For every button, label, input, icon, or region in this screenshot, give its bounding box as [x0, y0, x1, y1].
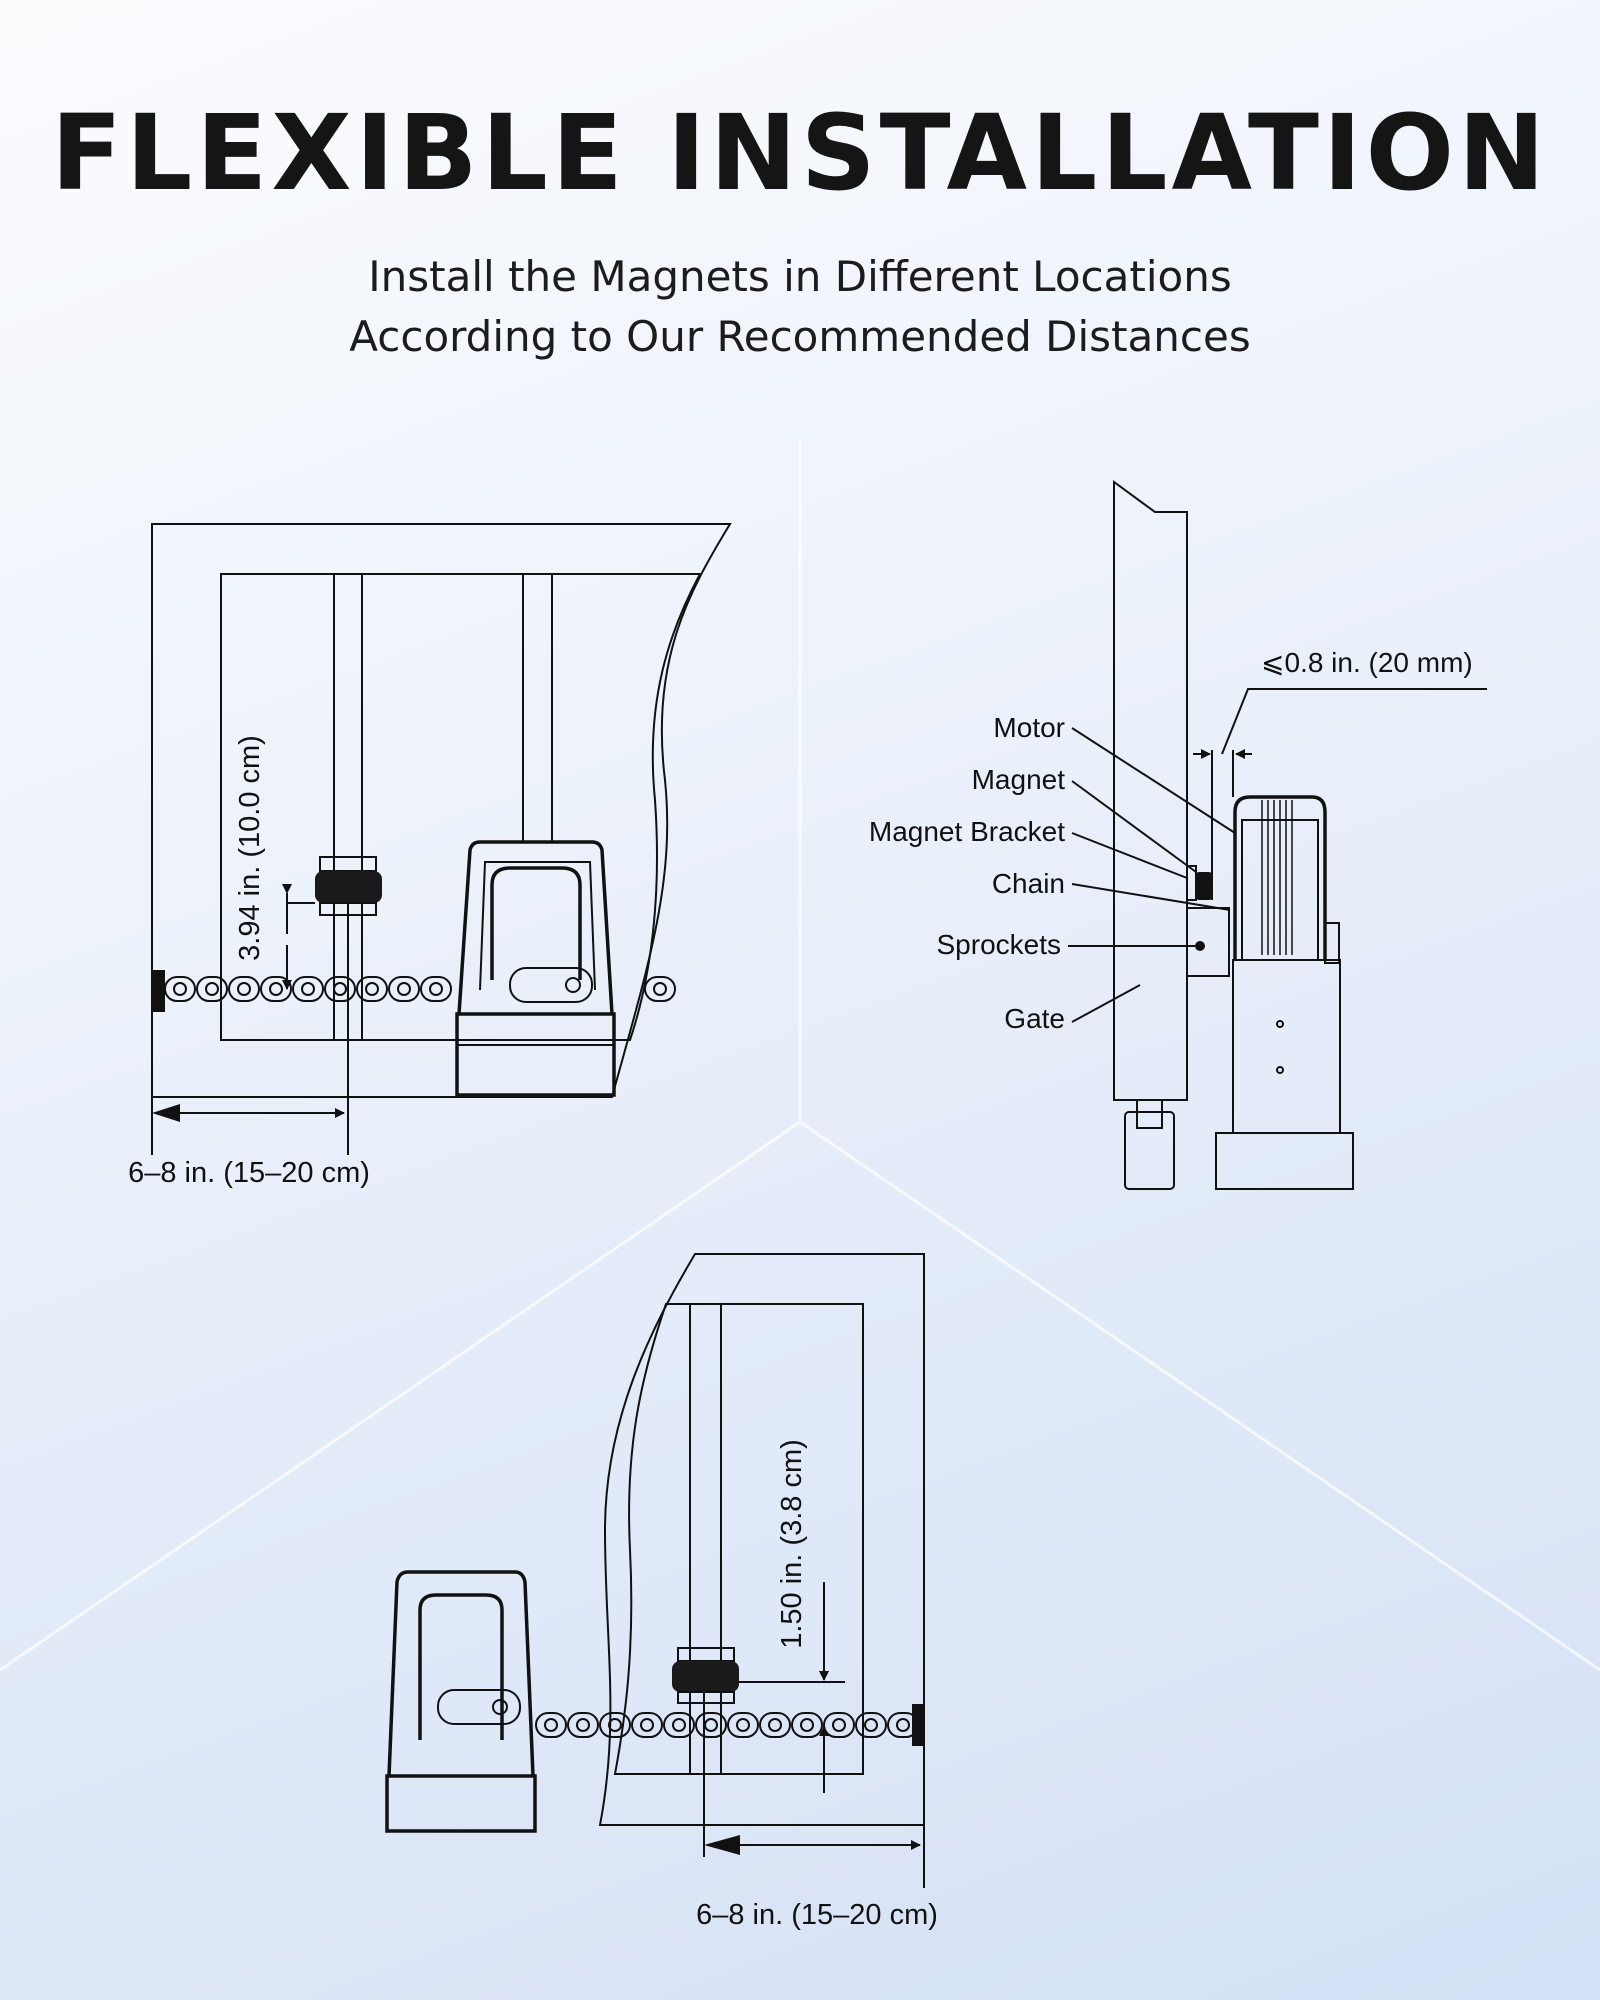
chain-pin: [800, 1718, 814, 1732]
motor: [1215, 795, 1354, 1190]
chain-pin: [640, 1718, 654, 1732]
chain-link: [695, 1712, 727, 1738]
magnet-bracket: [677, 1691, 735, 1704]
chain-pin: [653, 982, 667, 996]
horizontal-dimension-label: 6–8 in. (15–20 cm): [128, 1157, 370, 1189]
chain-pin: [544, 1718, 558, 1732]
label-sprockets: Sprockets: [937, 929, 1062, 960]
chain-pin: [608, 1718, 622, 1732]
magnet: [315, 871, 382, 903]
label-gate: Gate: [1004, 1003, 1065, 1034]
chain-pin: [237, 982, 251, 996]
chain-link: [324, 976, 356, 1002]
label-chain: Chain: [992, 868, 1065, 899]
chain-pin: [576, 1718, 590, 1732]
motor: [385, 1570, 537, 1833]
magnet: [1196, 872, 1212, 900]
front-view-diagram: 3.94 in. (10.0 cm) 6–8 in. (15–20 cm): [128, 523, 732, 1189]
gate-outline: [598, 1253, 925, 1826]
chain-pin: [896, 1718, 910, 1732]
chain-link: [228, 976, 260, 1002]
chain-link: [420, 976, 452, 1002]
chain: [535, 1712, 919, 1738]
gate: [1113, 480, 1188, 1101]
chain-pin: [832, 1718, 846, 1732]
chain-link: [663, 1712, 695, 1738]
chain-pin: [173, 982, 187, 996]
chain-end-stop: [912, 1704, 924, 1746]
chain-pin: [736, 1718, 750, 1732]
side-view-diagram: ⩽0.8 in. (20 mm) Motor Magnet Magnet Bra…: [869, 480, 1487, 1190]
magnet-bracket: [677, 1647, 735, 1662]
chain-link: [599, 1712, 631, 1738]
chain-link: [727, 1712, 759, 1738]
chain-pin: [672, 1718, 686, 1732]
chain-pin: [397, 982, 411, 996]
chain-link: [644, 976, 676, 1002]
horizontal-dimension-label: 6–8 in. (15–20 cm): [696, 1899, 938, 1931]
sprocket-housing: [1186, 907, 1230, 977]
gap-dimension-label: ⩽0.8 in. (20 mm): [1261, 647, 1473, 678]
chain-link: [791, 1712, 823, 1738]
gate-post: [522, 573, 553, 843]
chain-pin: [365, 982, 379, 996]
leader-lines: [1068, 727, 1236, 1023]
chain-link: [759, 1712, 791, 1738]
label-magnet-bracket: Magnet Bracket: [869, 816, 1065, 847]
chain-link: [567, 1712, 599, 1738]
vertical-dimension-label: 1.50 in. (3.8 cm): [776, 1439, 808, 1649]
subtitle-line-1: Install the Magnets in Different Locatio…: [368, 252, 1232, 301]
chain-pin: [301, 982, 315, 996]
chain-pin: [269, 982, 283, 996]
chain-end-stop: [152, 970, 165, 1012]
gate-post: [689, 1303, 722, 1775]
chain-pin: [205, 982, 219, 996]
rear-view-diagram: 1.50 in. (3.8 cm) 6–8 in. (15–20 cm): [385, 1253, 938, 1931]
gate-outline: [151, 523, 732, 1098]
chain-link: [823, 1712, 855, 1738]
vertical-dimension-label: 3.94 in. (10.0 cm): [234, 735, 266, 961]
label-motor: Motor: [993, 712, 1065, 743]
subtitle-line-2: According to Our Recommended Distances: [349, 312, 1251, 361]
sprocket: [1195, 941, 1205, 951]
chain-link: [631, 1712, 663, 1738]
chain-link: [855, 1712, 887, 1738]
chain-link: [535, 1712, 567, 1738]
gate-inner-frame: [220, 573, 702, 1041]
chain: [164, 976, 676, 1002]
motor: [455, 840, 616, 1097]
chain-pin: [429, 982, 443, 996]
chain-link: [292, 976, 324, 1002]
chain-pin: [704, 1718, 718, 1732]
chain-link: [164, 976, 196, 1002]
chain-pin: [333, 982, 347, 996]
gate-wheel: [1124, 1111, 1175, 1190]
magnet-bracket: [319, 856, 377, 872]
magnet: [672, 1661, 739, 1692]
page-title: FLEXIBLE INSTALLATION: [50, 92, 1550, 214]
gap-leader-line: [1221, 688, 1487, 755]
label-magnet: Magnet: [972, 764, 1066, 795]
chain-link: [388, 976, 420, 1002]
chain-pin: [768, 1718, 782, 1732]
chain-pin: [864, 1718, 878, 1732]
chain-link: [196, 976, 228, 1002]
chain-link: [356, 976, 388, 1002]
